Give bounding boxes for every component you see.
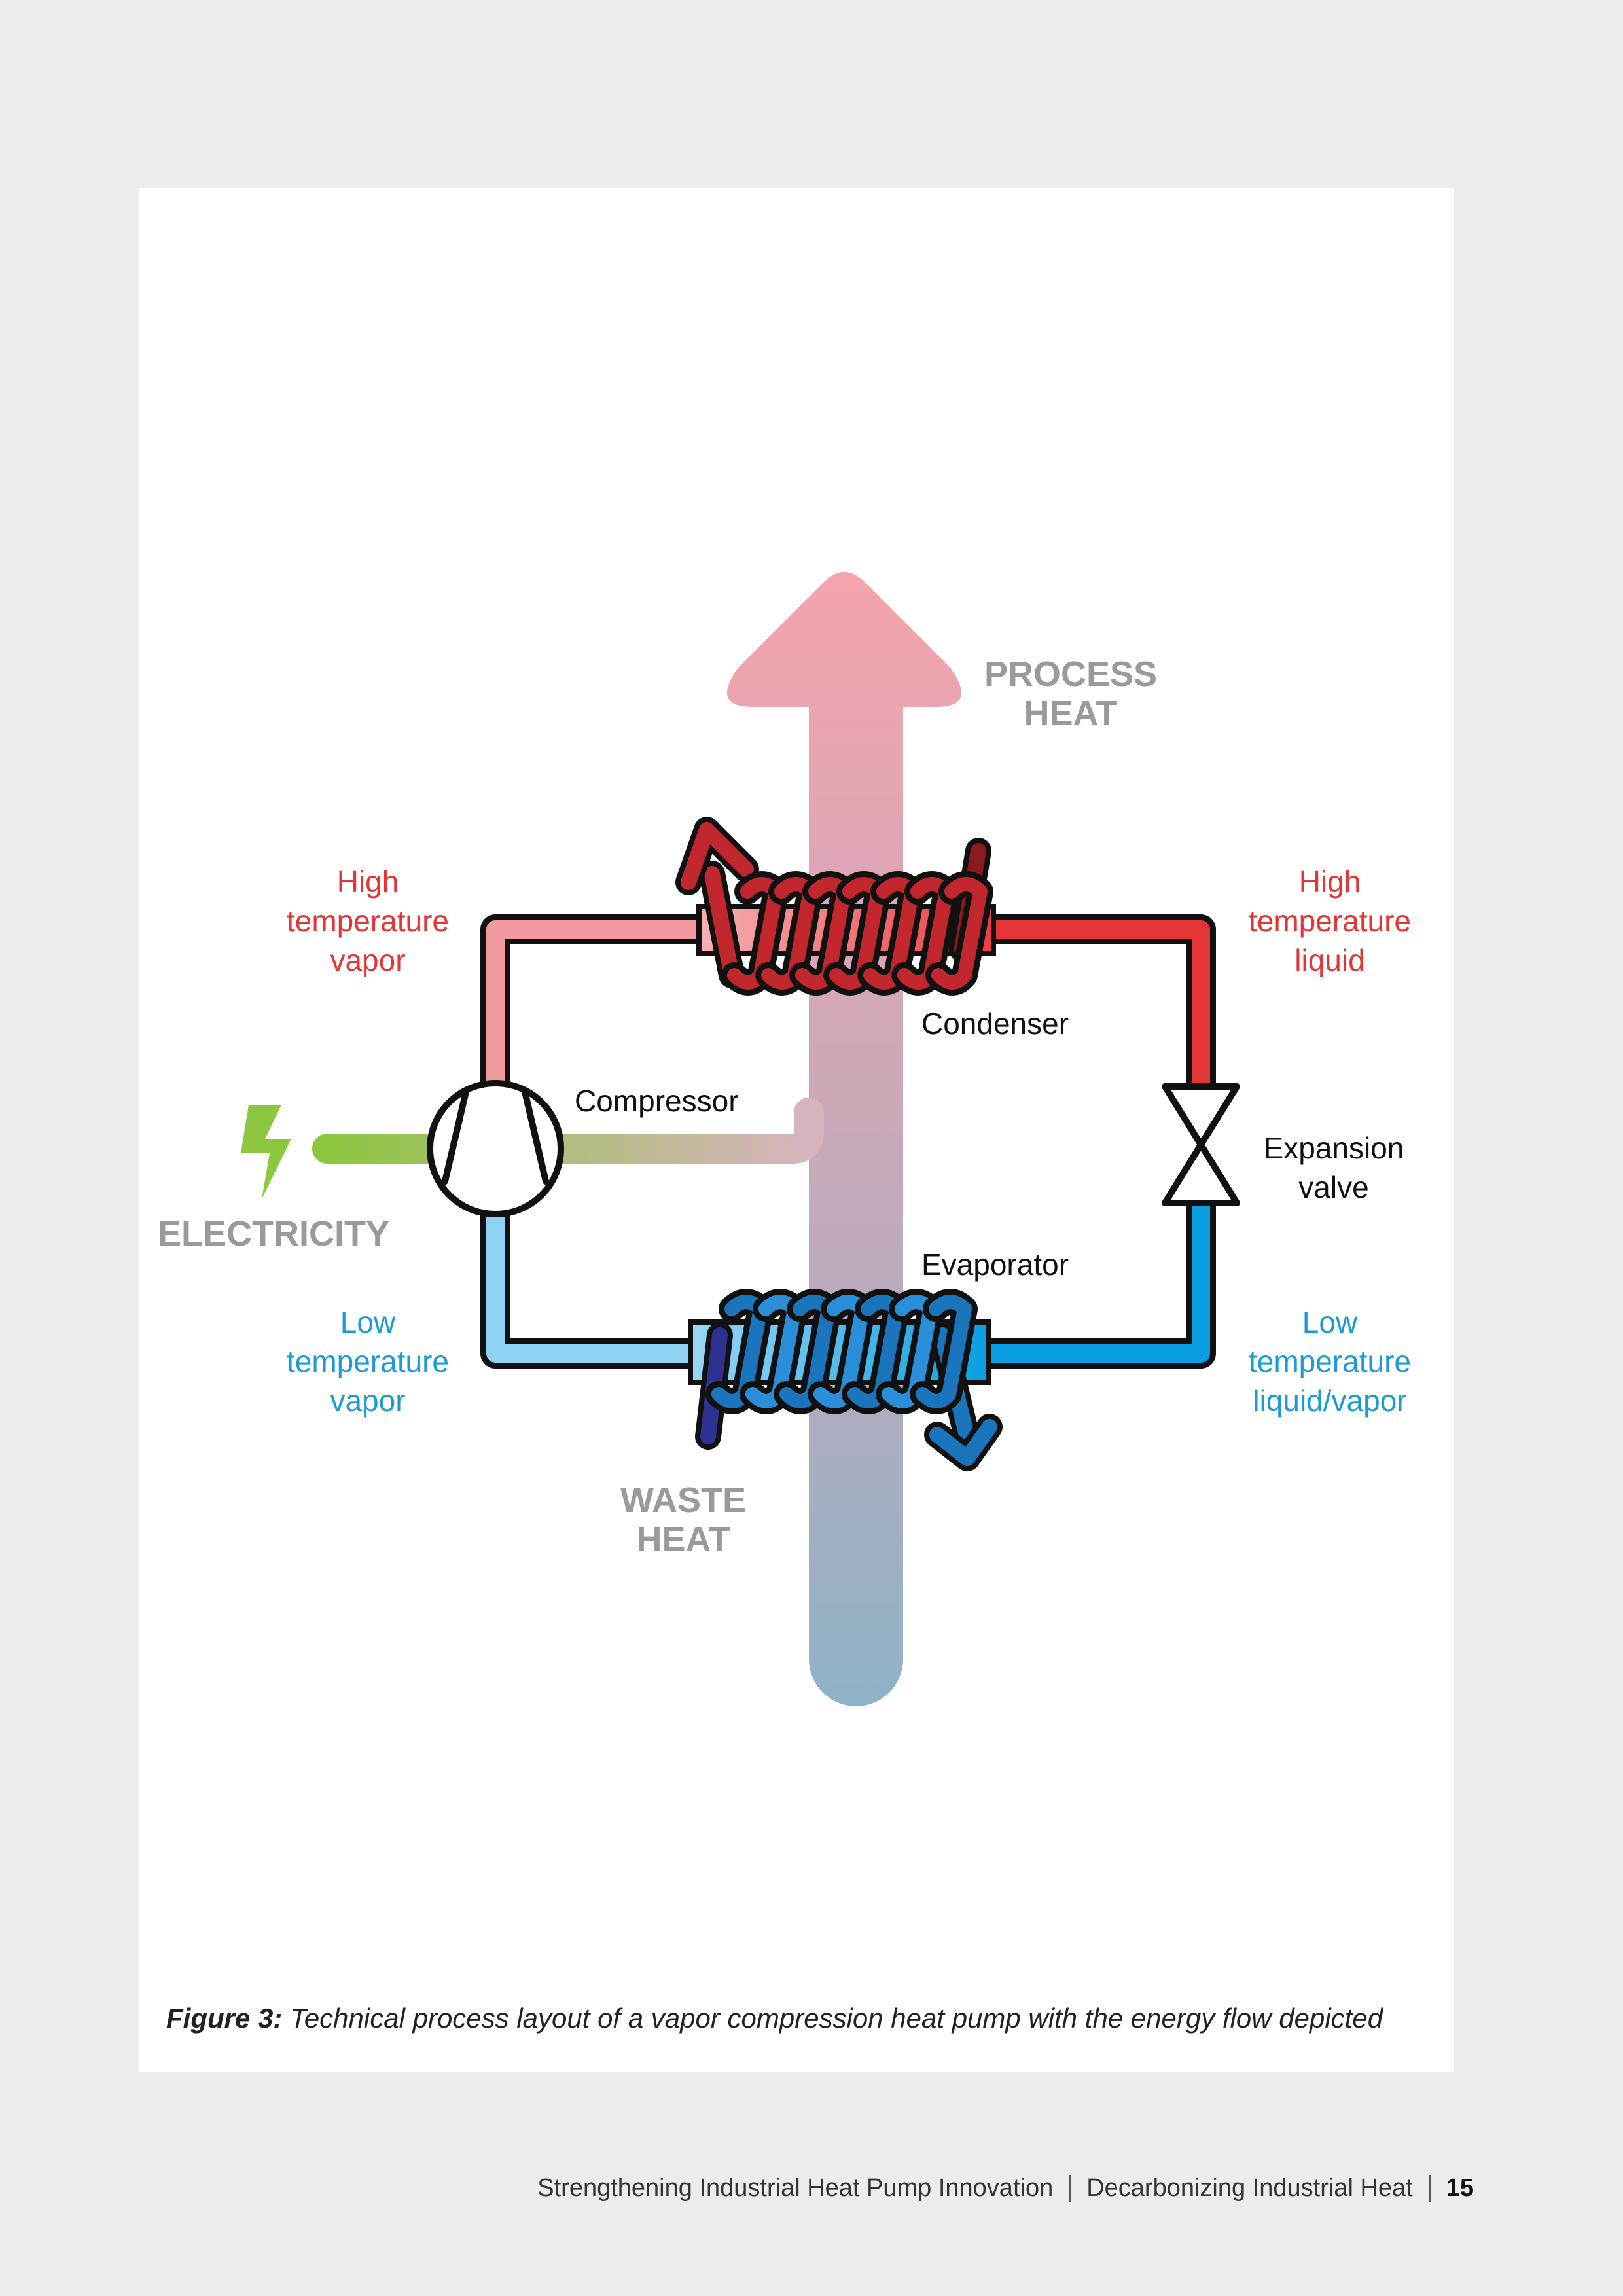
low-temp-vapor-label: vapor xyxy=(330,1384,405,1418)
coil-turn xyxy=(829,877,885,990)
high-temp-liquid-label: temperature xyxy=(1249,904,1411,938)
electricity-label: ELECTRICITY xyxy=(158,1214,389,1253)
process-heat-label: HEAT xyxy=(1024,694,1118,733)
refrigerant-loop xyxy=(480,914,1216,1369)
footer-divider xyxy=(1069,2174,1071,2202)
expansion-valve-label: valve xyxy=(1298,1170,1368,1204)
waste-heat-label: HEAT xyxy=(637,1520,730,1559)
footer-section-title: Decarbonizing Industrial Heat xyxy=(1086,2174,1413,2202)
condenser xyxy=(675,817,996,996)
page-footer: Strengthening Industrial Heat Pump Innov… xyxy=(537,2174,1474,2202)
high-temp-liquid-label: liquid xyxy=(1294,943,1364,977)
coil-turn xyxy=(847,1295,904,1408)
coil-turn xyxy=(745,1295,802,1408)
evaporator xyxy=(688,1289,1003,1471)
figure-caption-text: Technical process layout of a vapor comp… xyxy=(282,2003,1383,2034)
evaporator-label: Evaporator xyxy=(921,1247,1069,1282)
high-temp-vapor-label: vapor xyxy=(330,943,405,977)
coil-turn xyxy=(931,877,988,990)
coil-turn xyxy=(727,877,783,990)
coil-turn xyxy=(897,877,954,990)
low-temp-liquid-vapor-label: liquid/vapor xyxy=(1253,1384,1406,1418)
electricity-line xyxy=(312,1098,824,1164)
figure-caption: Figure 3: Technical process layout of a … xyxy=(166,2003,1410,2034)
footer-report-title: Strengthening Industrial Heat Pump Innov… xyxy=(537,2174,1054,2202)
figure-caption-label: Figure 3: xyxy=(166,2003,283,2034)
process-heat-label: PROCESS xyxy=(984,655,1157,694)
coil-turn xyxy=(863,877,919,990)
coil-turn xyxy=(761,877,817,990)
compressor-label: Compressor xyxy=(575,1084,739,1118)
high-temp-vapor-label: temperature xyxy=(287,904,449,938)
page-number: 15 xyxy=(1446,2174,1474,2202)
lightning-icon xyxy=(241,1105,291,1199)
waste-heat-label: WASTE xyxy=(620,1480,746,1520)
energy-flow-arrow xyxy=(726,572,962,1706)
coil-turn xyxy=(779,1295,836,1408)
low-temp-vapor-label: Low xyxy=(340,1305,396,1339)
footer-divider xyxy=(1428,2174,1431,2202)
coil-turn xyxy=(711,1295,768,1408)
high-temp-vapor-label: High xyxy=(337,865,399,899)
coil-turn xyxy=(882,1295,938,1408)
high-temp-liquid-label: High xyxy=(1299,865,1361,899)
expansion-valve-label: Expansion xyxy=(1264,1131,1404,1165)
coil-turn xyxy=(795,877,851,990)
low-temp-liquid-vapor-label: temperature xyxy=(1249,1344,1411,1378)
expansion-valve-icon xyxy=(1162,1083,1240,1206)
low-temp-liquid-vapor-label: Low xyxy=(1302,1305,1358,1339)
low-temp-vapor-label: temperature xyxy=(287,1344,449,1378)
coil-turn xyxy=(916,1295,972,1408)
condenser-label: Condenser xyxy=(921,1007,1069,1041)
coil-turn xyxy=(813,1295,870,1408)
compressor-icon xyxy=(427,1080,564,1217)
